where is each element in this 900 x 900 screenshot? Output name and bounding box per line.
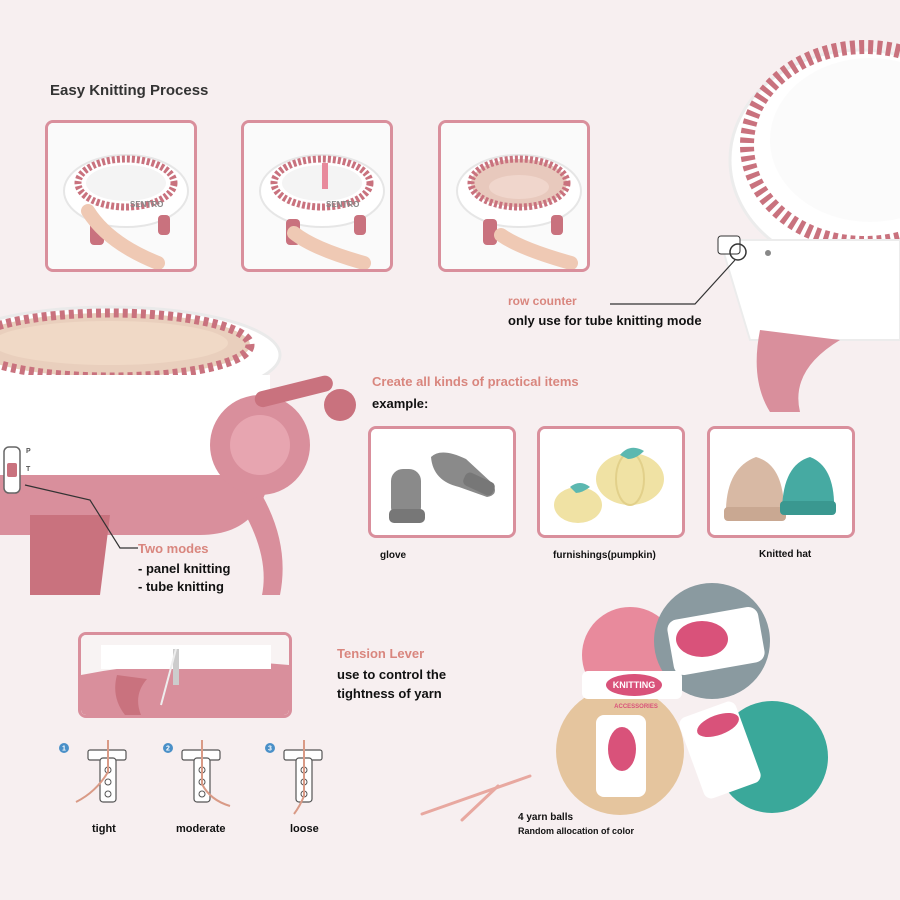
row-counter-title: row counter xyxy=(508,294,577,308)
item-label-knitted-hat: Knitted hat xyxy=(759,549,812,560)
two-modes-title: Two modes xyxy=(138,541,209,556)
tension-num-3: 3 xyxy=(268,746,272,753)
knitting-needles-image xyxy=(420,774,532,822)
loom-brand-text: SENTRO xyxy=(130,200,163,209)
yarn-desc: Random allocation of color xyxy=(518,826,635,836)
loom-brand-text: SENTRO xyxy=(326,200,359,209)
loom-closeup-image xyxy=(717,40,900,412)
tension-label-loose: loose xyxy=(290,823,319,835)
mode-switch-label-p: P xyxy=(26,448,31,455)
yarn-band-subtext: ACCESSORIES xyxy=(614,704,658,710)
yarn-title: 4 yarn balls xyxy=(518,812,574,823)
process-step-2-image: SENTRO xyxy=(241,120,393,272)
glove-image xyxy=(368,426,516,538)
loom-side-image xyxy=(0,305,356,595)
tension-loose-diagram: 3 xyxy=(265,740,323,815)
yarn-band-text: KNITTING xyxy=(613,680,656,690)
process-step-1-image: SENTRO xyxy=(45,120,197,272)
mode-panel-knitting: - panel knitting xyxy=(138,561,231,576)
items-section-title: Create all kinds of practical items xyxy=(372,374,579,389)
page-title: Easy Knitting Process xyxy=(50,82,209,99)
items-section-subtitle: example: xyxy=(372,396,429,411)
tension-lever-image xyxy=(78,632,292,718)
mode-switch-label-t: T xyxy=(26,466,31,473)
mode-tube-knitting: - tube knitting xyxy=(138,579,224,594)
tension-label-tight: tight xyxy=(92,823,116,835)
tension-lever-desc-line1: use to control the xyxy=(337,667,447,682)
pumpkin-image xyxy=(537,426,685,538)
tension-lever-title: Tension Lever xyxy=(337,646,425,661)
tension-num-1: 1 xyxy=(62,746,66,753)
row-counter-pointer-line xyxy=(610,259,736,305)
item-label-pumpkin: furnishings(pumpkin) xyxy=(553,550,656,561)
row-counter-desc: only use for tube knitting mode xyxy=(508,313,702,328)
two-modes-pointer-line xyxy=(24,484,138,549)
tension-lever-desc-line2: tightness of yarn xyxy=(337,686,442,701)
item-label-glove: glove xyxy=(380,550,407,561)
tension-tight-diagram: 1 xyxy=(59,740,127,803)
yarn-balls-image: KNITTING ACCESSORIES xyxy=(556,583,828,815)
knitted-hat-image xyxy=(707,426,855,538)
tension-label-moderate: moderate xyxy=(176,823,226,835)
tension-num-2: 2 xyxy=(166,746,170,753)
process-step-3-image xyxy=(438,120,590,272)
tension-moderate-diagram: 2 xyxy=(163,740,231,807)
